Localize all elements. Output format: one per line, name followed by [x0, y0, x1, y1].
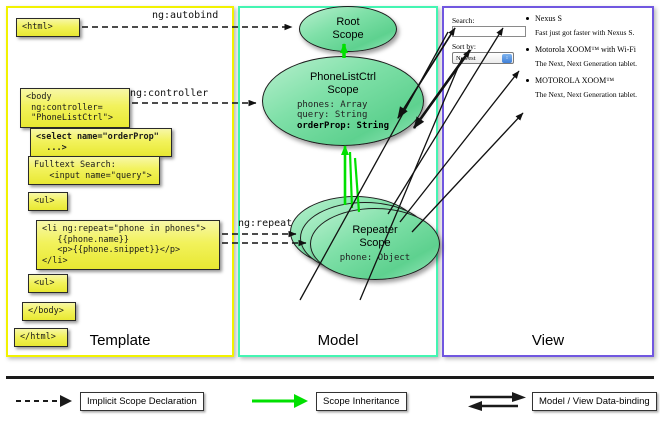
code-box-ul-close: <ul>: [28, 274, 68, 293]
legend-label: Model / View Data-binding: [532, 391, 657, 411]
view-browser-preview: Search: Sort by: Newest ↕ Nexus S Fast j…: [452, 14, 648, 314]
list-item[interactable]: Motorola XOOM™ with Wi-Fi The Next, Next…: [526, 45, 648, 69]
scope-phonelistctrl: PhoneListCtrl Scope phones: Array query:…: [262, 56, 424, 146]
column-label-view: View: [531, 332, 565, 349]
scope-repeater-properties: phone: Object: [339, 253, 411, 264]
column-label-model: Model: [317, 332, 359, 349]
chevron-updown-icon: ↕: [502, 54, 512, 63]
phone-name[interactable]: MOTOROLA XOOM™: [526, 76, 648, 86]
bullet-icon: [526, 48, 529, 51]
view-phone-list: Nexus S Fast just got faster with Nexus …: [526, 14, 648, 107]
legend-label: Implicit Scope Declaration: [80, 391, 204, 411]
double-arrow-icon: [468, 392, 526, 411]
view-sort-select[interactable]: Newest ↕: [452, 52, 514, 64]
scope-phonelistctrl-title: PhoneListCtrl Scope: [309, 70, 377, 96]
phone-snippet: The Next, Next Generation tablet.: [535, 90, 638, 99]
code-box-select: <select name="orderProp" ...>: [30, 128, 172, 157]
phone-name[interactable]: Nexus S: [526, 14, 648, 24]
edge-label-ng-controller: ng:controller: [130, 88, 209, 99]
code-box-ul-open: <ul>: [28, 192, 68, 211]
list-item[interactable]: MOTOROLA XOOM™ The Next, Next Generation…: [526, 76, 648, 100]
scope-root-title: Root Scope: [332, 16, 364, 41]
green-arrow-icon: [252, 394, 308, 408]
edge-label-ng-repeat: ng:repeat: [238, 218, 293, 229]
scope-repeater-title: Repeater Scope: [352, 224, 398, 250]
edge-label-ng-autobind: ng:autobind: [152, 10, 219, 21]
phone-snippet: The Next, Next Generation tablet.: [535, 59, 638, 68]
code-box-body-close: </body>: [22, 302, 76, 321]
view-search-input[interactable]: [452, 26, 526, 37]
scope-repeater: Repeater Scope phone: Object: [310, 208, 440, 280]
view-search-label: Search:: [452, 16, 475, 25]
code-box-fulltext-search: Fulltext Search: <input name="query">: [28, 156, 160, 185]
scope-root: Root Scope: [299, 6, 397, 52]
bullet-icon: [526, 17, 529, 20]
dashed-arrow-icon: [16, 395, 72, 407]
column-label-template: Template: [89, 332, 151, 349]
legend-scope-inheritance: Scope Inheritance: [250, 390, 407, 412]
bullet-icon: [526, 79, 529, 82]
view-sort-selected-value: Newest: [456, 55, 476, 62]
legend-model-view-data-binding: Model / View Data-binding: [466, 390, 657, 412]
code-box-li-repeat: <li ng:repeat="phone in phones"> {{phone…: [36, 220, 220, 270]
legend-label: Scope Inheritance: [316, 391, 407, 411]
code-box-html-close: </html>: [14, 328, 68, 347]
phone-snippet: Fast just got faster with Nexus S.: [535, 28, 635, 37]
legend-implicit-scope-declaration: Implicit Scope Declaration: [14, 390, 204, 412]
code-box-html-open: <html>: [16, 18, 80, 37]
legend-divider: [6, 376, 654, 379]
view-sort-label: Sort by:: [452, 42, 476, 51]
scope-phonelistctrl-properties: phones: Array query: String orderProp: S…: [296, 99, 390, 131]
phone-name[interactable]: Motorola XOOM™ with Wi-Fi: [526, 45, 648, 55]
code-box-body-open: <body ng:controller= "PhoneListCtrl">: [20, 88, 130, 128]
list-item[interactable]: Nexus S Fast just got faster with Nexus …: [526, 14, 648, 38]
